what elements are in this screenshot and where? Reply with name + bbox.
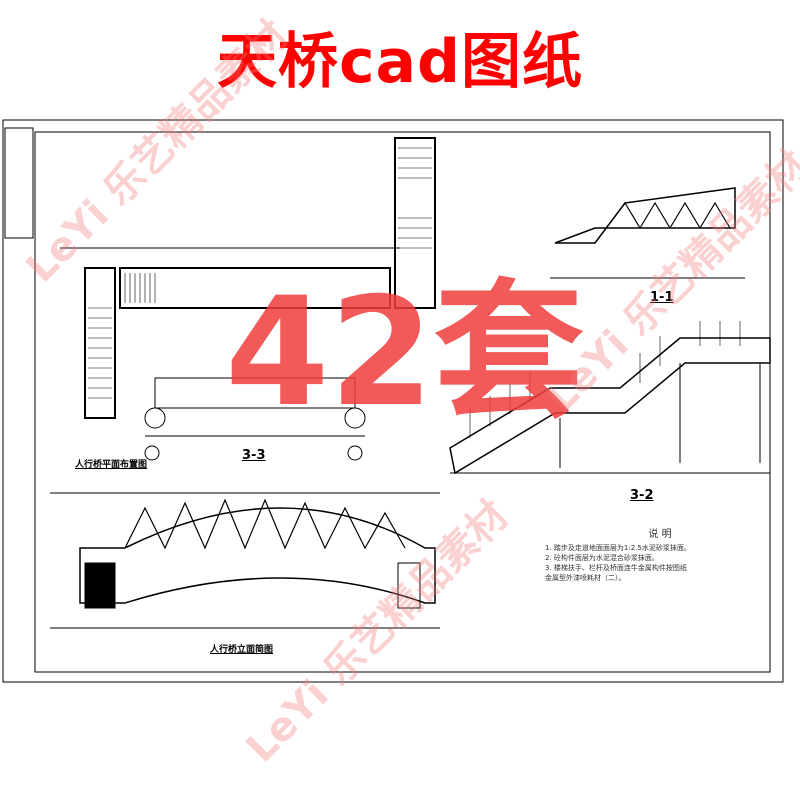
- plan-label: 人行桥平面布置图: [75, 460, 148, 470]
- set-count-badge: 42套: [225, 266, 584, 440]
- notes: 说 明 1. 踏步及走道地面面层为1:2.5水泥砂浆抹面。 2. 砼构件面层为水…: [545, 530, 775, 583]
- section-3-3-label: 3-3: [242, 448, 266, 463]
- page-title: 天桥cad图纸: [216, 27, 583, 97]
- cad-drawing-sheet: [2, 119, 784, 683]
- note-item: 1. 踏步及走道地面面层为1:2.5水泥砂浆抹面。: [545, 544, 691, 552]
- note-item: 金属型外漆喷耗材（二）。: [545, 574, 626, 582]
- section-3-2-label: 3-2: [630, 488, 654, 503]
- section-1-1-label: 1-1: [650, 290, 674, 305]
- elevation-label: 人行桥立面简图: [210, 645, 274, 655]
- note-item: 2. 砼构件面层为水泥混合砂浆抹面。: [545, 554, 659, 562]
- note-item: 3. 楼梯扶手、栏杆及桥面连牛金属构件按图纸: [545, 564, 687, 572]
- notes-heading: 说 明: [648, 529, 672, 540]
